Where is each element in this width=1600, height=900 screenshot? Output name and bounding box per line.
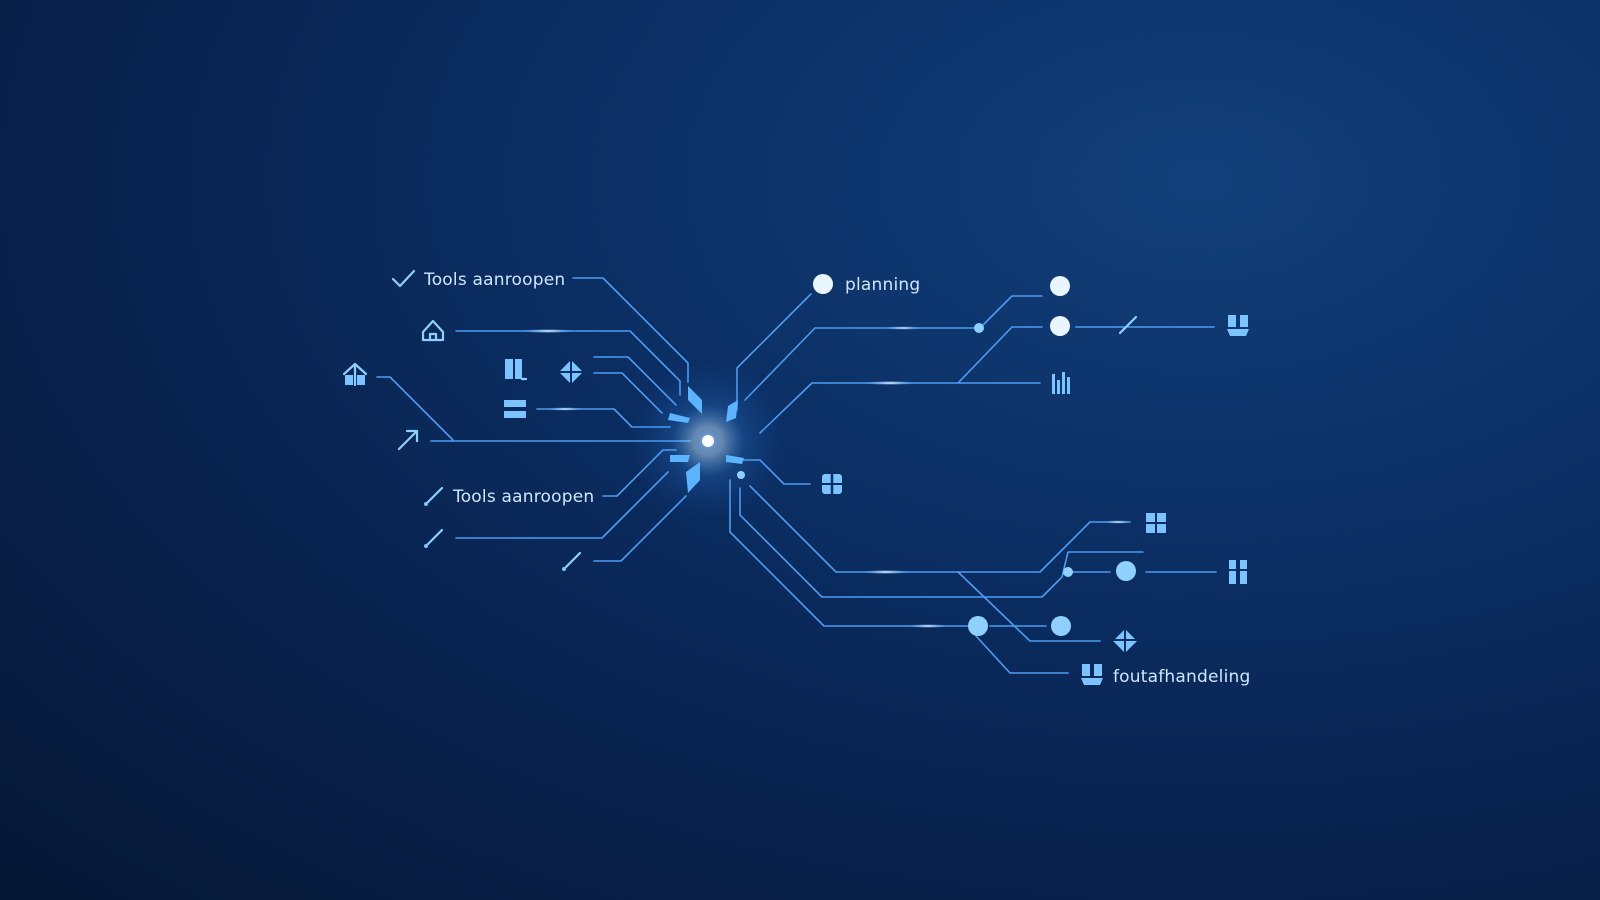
grid-icon	[1081, 664, 1103, 685]
core-satellite-dot	[737, 471, 745, 479]
core-ray	[670, 455, 690, 462]
grid-icon	[1227, 315, 1249, 336]
bars-icon	[1052, 372, 1070, 394]
label-tools-bottom: Tools aanroopen	[452, 487, 594, 507]
central-core	[628, 361, 788, 521]
icons	[342, 269, 1249, 685]
node-junction-lower	[1063, 567, 1073, 577]
pen-icon	[424, 528, 444, 548]
pen-icon	[562, 551, 582, 571]
planning-node	[813, 274, 833, 294]
node-top-right-1	[1050, 276, 1070, 296]
book-icon	[505, 359, 528, 381]
connection-lines	[376, 277, 1217, 674]
diamond-icon	[1113, 629, 1137, 653]
grid-icon	[1227, 560, 1249, 584]
pen-icon	[424, 486, 444, 506]
line-second-node	[957, 326, 1043, 384]
line-error	[975, 635, 1069, 674]
label-error-handling: foutafhandeling	[1113, 667, 1250, 687]
arrow-icon	[397, 429, 419, 451]
pen-icon	[1118, 315, 1138, 335]
node-junction-top	[974, 323, 984, 333]
node-lower-right	[1051, 616, 1071, 636]
core-ray	[726, 400, 738, 422]
label-tools-top: Tools aanroopen	[423, 270, 565, 290]
grid-icon	[822, 474, 842, 494]
core-ray	[668, 413, 690, 423]
nodes	[813, 274, 1136, 636]
line-lower-1	[749, 485, 1131, 573]
home-icon	[421, 319, 445, 342]
line-bars	[759, 382, 1041, 434]
node-lower-hub	[1116, 561, 1136, 581]
menu-icon	[504, 400, 526, 418]
labels: Tools aanroopen planning Tools aanroopen…	[423, 270, 1250, 687]
line-lower-5	[957, 571, 1101, 642]
label-planning: planning	[845, 275, 920, 295]
line-tools-top	[572, 277, 689, 383]
line-pen-low	[593, 495, 687, 562]
core-ray	[686, 462, 700, 493]
branch-icon	[342, 362, 368, 387]
line-lower-2	[739, 487, 1144, 598]
node-lower-left	[968, 616, 988, 636]
grid-icon	[1146, 513, 1166, 533]
node-top-right-2	[1050, 316, 1070, 336]
core-ray	[688, 386, 702, 414]
core-ray	[726, 455, 744, 464]
line-pen-mid	[455, 471, 669, 539]
diamond-icon	[559, 360, 583, 384]
line-branch	[376, 376, 454, 441]
check-icon	[391, 269, 416, 288]
line-sparks	[522, 326, 1132, 628]
